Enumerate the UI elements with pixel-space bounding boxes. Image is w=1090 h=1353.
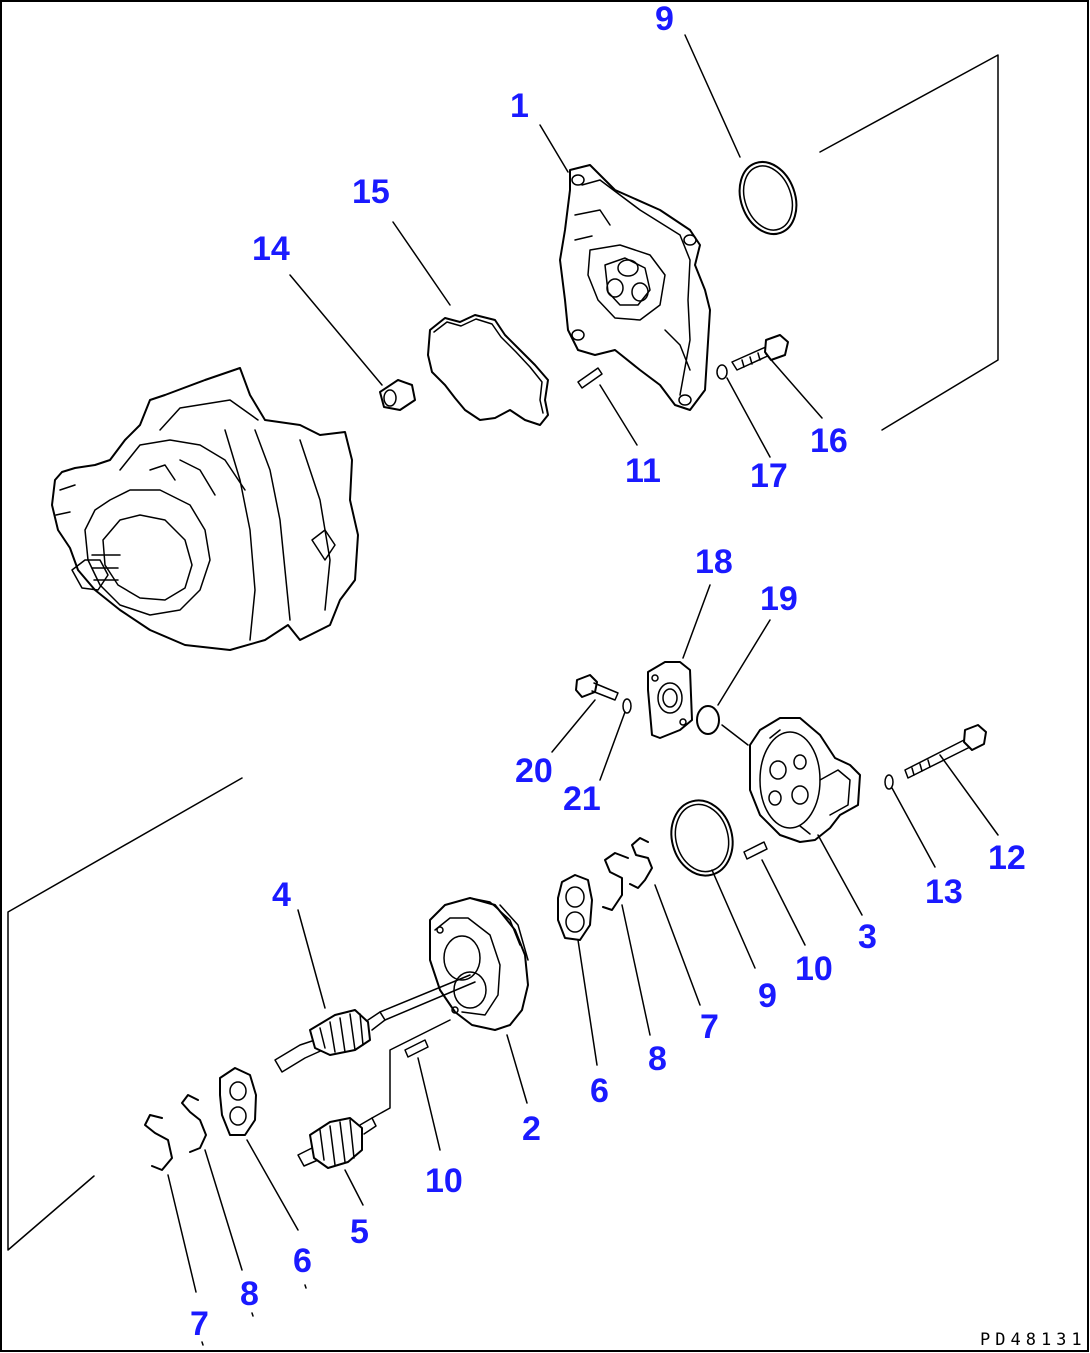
washer-13 <box>884 774 894 790</box>
clip-8-right <box>602 852 629 911</box>
gasket-15 <box>427 314 549 426</box>
seal-plate-6-left <box>219 1067 257 1136</box>
label-part-6-right: 6 <box>590 1072 609 1110</box>
bushing-14 <box>379 379 416 411</box>
label-part-2: 2 <box>522 1110 541 1148</box>
label-part-9-upper: 9 <box>655 0 674 38</box>
label-part-7-left: 7 <box>190 1305 209 1343</box>
drive-gear-4 <box>274 974 476 1073</box>
label-part-10-lower: 10 <box>425 1162 463 1200</box>
pump-housing <box>51 367 359 651</box>
label-part-17: 17 <box>750 457 788 495</box>
bolt-20 <box>575 674 619 701</box>
flange-18 <box>647 661 693 739</box>
clip-8-left <box>181 1094 207 1153</box>
bolt-16 <box>731 334 789 371</box>
washer-21 <box>622 698 632 714</box>
label-part-10-right: 10 <box>795 950 833 988</box>
label-part-11: 11 <box>625 452 661 490</box>
o-ring-9-lower <box>670 799 734 877</box>
clip-7-left <box>144 1114 173 1171</box>
label-part-6-left: 6 <box>293 1242 312 1280</box>
label-part-8-right: 8 <box>648 1040 667 1078</box>
label-part-16: 16 <box>810 422 848 460</box>
drawing-code: PD48131 <box>980 1330 1087 1350</box>
bolt-12 <box>904 724 987 779</box>
label-part-1: 1 <box>510 87 529 125</box>
label-part-12: 12 <box>988 839 1026 877</box>
washer-17 <box>716 364 728 380</box>
label-part-3: 3 <box>858 918 877 956</box>
label-part-9-lower: 9 <box>758 977 777 1015</box>
o-ring-19 <box>696 705 720 735</box>
guide-line-upper <box>819 54 999 431</box>
leader-lines <box>167 34 999 1346</box>
label-part-18: 18 <box>695 543 733 581</box>
pin-10-lower <box>404 1039 429 1058</box>
seal-plate-6-right <box>557 874 593 941</box>
label-part-20: 20 <box>515 752 553 790</box>
part-labels: 9 1 15 14 11 17 16 18 19 20 21 12 13 3 1… <box>190 0 1026 1343</box>
pin-10-right <box>743 841 768 860</box>
driven-gear-5 <box>297 1019 451 1169</box>
gear-case-2 <box>429 897 529 1031</box>
label-part-7-right: 7 <box>700 1008 719 1046</box>
cover-plate-1 <box>559 164 711 411</box>
rear-cover-3 <box>749 717 861 843</box>
label-part-14: 14 <box>252 230 290 268</box>
pin-11 <box>577 367 603 389</box>
label-part-21: 21 <box>563 780 601 818</box>
label-part-4: 4 <box>272 876 291 914</box>
label-part-13: 13 <box>925 873 963 911</box>
guide-line-lower <box>7 777 243 1251</box>
label-part-5: 5 <box>350 1213 369 1251</box>
label-part-19: 19 <box>760 580 798 618</box>
clip-7-right <box>629 837 653 889</box>
label-part-15: 15 <box>352 173 390 211</box>
o-ring-9-upper <box>738 161 798 235</box>
label-part-8-left: 8 <box>240 1275 259 1313</box>
